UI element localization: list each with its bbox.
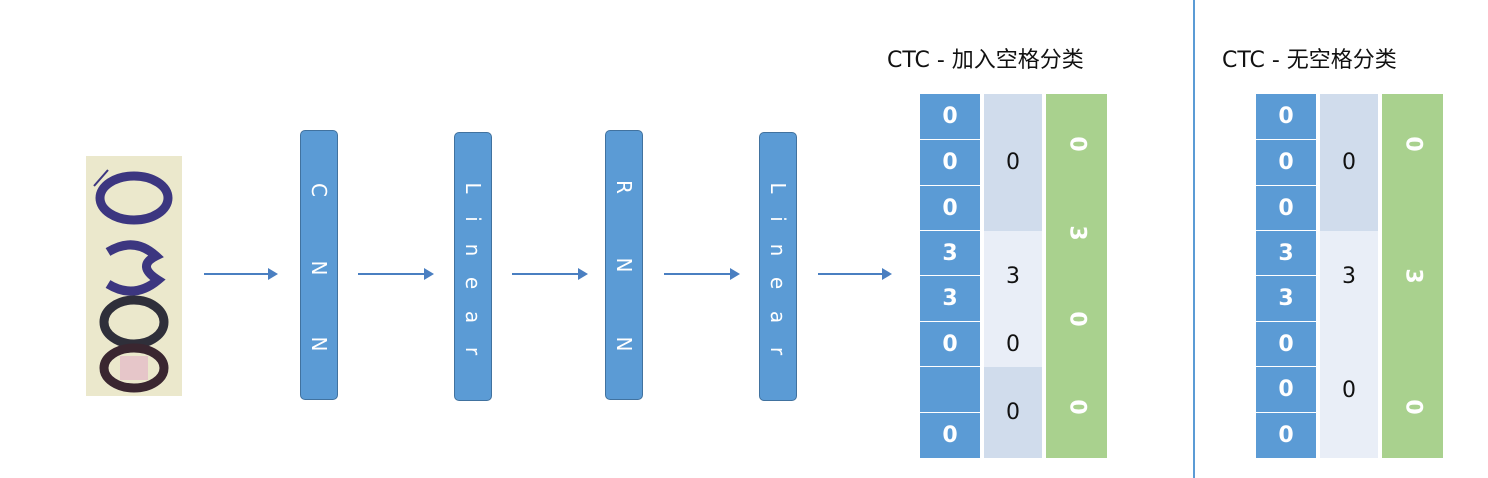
input-digit-image (86, 156, 182, 396)
block-letter: C (307, 183, 331, 197)
frame-cell: 0 (920, 140, 980, 186)
rnn-block: R N N (605, 130, 643, 400)
block-letter: i (766, 216, 790, 222)
block-letter: r (766, 346, 790, 356)
group-cell: 0 (984, 322, 1042, 367)
result-column-with-blank: 0 3 0 0 (1046, 94, 1107, 458)
arrow-cnn-to-linear (358, 268, 434, 280)
result-char: 0 (1400, 136, 1425, 152)
section-divider (1193, 0, 1195, 478)
frame-cell: 0 (1256, 140, 1316, 186)
block-letter: N (612, 336, 636, 352)
frame-cell: 0 (1256, 413, 1316, 458)
group-cell: 0 (984, 367, 1042, 458)
group-cell: 0 (1320, 322, 1378, 458)
frame-cell: 0 (1256, 367, 1316, 413)
ctc-with-blank-title: CTC - 加入空格分类 (887, 48, 1084, 73)
linear-block-1: L i n e a r (454, 132, 492, 401)
frame-cell: 3 (920, 231, 980, 276)
result-char: 3 (1064, 225, 1089, 241)
ctc-without-blank-title: CTC - 无空格分类 (1222, 48, 1397, 73)
frame-cell: 0 (1256, 322, 1316, 367)
block-letter: N (307, 336, 331, 352)
frame-cell-blank (920, 367, 980, 413)
result-char: 0 (1064, 311, 1089, 327)
result-column-without-blank: 0 3 0 (1382, 94, 1443, 458)
arrow-linear-to-ctc (818, 268, 892, 280)
block-letter: L (461, 182, 485, 194)
result-char: 3 (1400, 268, 1425, 284)
block-letter: L (766, 182, 790, 194)
group-cell: 3 (1320, 231, 1378, 322)
block-letter: N (612, 257, 636, 273)
group-cell: 0 (984, 94, 1042, 231)
frame-cell: 0 (920, 186, 980, 231)
frame-cell: 0 (920, 94, 980, 140)
block-letter: i (461, 216, 485, 222)
result-char: 0 (1064, 136, 1089, 152)
linear-block-2: L i n e a r (759, 132, 797, 401)
frame-cell: 0 (920, 413, 980, 458)
result-char: 0 (1400, 399, 1425, 415)
block-letter: e (766, 276, 790, 290)
arrow-rnn-to-linear (664, 268, 740, 280)
group-cell: 0 (1320, 94, 1378, 231)
arrow-image-to-cnn (204, 268, 278, 280)
frame-cell: 3 (920, 276, 980, 322)
group-cell: 3 (984, 231, 1042, 322)
block-letter: R (612, 180, 636, 194)
block-letter: N (307, 260, 331, 276)
arrow-linear-to-rnn (512, 268, 588, 280)
frame-cell: 0 (1256, 186, 1316, 231)
block-letter: n (461, 243, 485, 257)
cnn-block: C N N (300, 130, 338, 400)
frame-cell: 3 (1256, 231, 1316, 276)
block-letter: a (461, 310, 485, 324)
block-letter: e (461, 276, 485, 290)
result-char: 0 (1064, 399, 1089, 415)
block-letter: r (461, 346, 485, 356)
block-letter: a (766, 310, 790, 324)
frame-cell: 0 (1256, 94, 1316, 140)
frame-cell: 0 (920, 322, 980, 367)
block-letter: n (766, 243, 790, 257)
frame-cell: 3 (1256, 276, 1316, 322)
digit-image-graphic (86, 156, 182, 396)
